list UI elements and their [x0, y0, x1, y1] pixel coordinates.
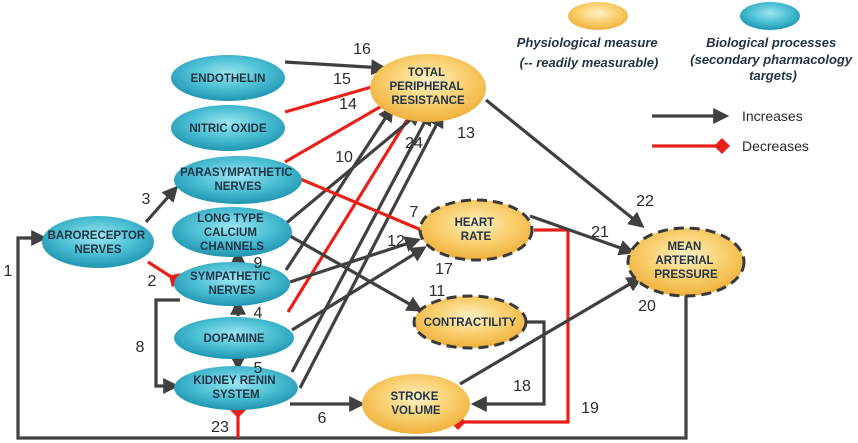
svg-text:Physiological measure (-: Physiological measure (-- readily measur… [517, 35, 662, 70]
edge-label-18: 18 [513, 378, 531, 395]
edge-label-5: 5 [254, 360, 263, 377]
edge-2-baroreceptor-to-sympathetic [147, 260, 183, 287]
edge-14-parasympathetic-to-tpr [284, 93, 399, 164]
svg-text:TOTAL PERIPHERAL R: TOTAL PERIPHERAL RESISTANCE [389, 67, 466, 107]
edge-label-15: 15 [333, 71, 351, 88]
edge-label-23: 23 [211, 419, 229, 436]
legend-increases-label: Increases [742, 108, 803, 124]
legend: Physiological measure (-- readily measur… [517, 2, 855, 154]
legend-measure-note: (-- readily measurable) [520, 55, 659, 70]
edge-15-nitric-oxide-to-tpr [284, 76, 390, 114]
edge-label-6: 6 [318, 410, 327, 427]
node-mean-arterial-pressure: MEAN ARTERIAL PRESSURE [626, 226, 746, 298]
edge-label-13: 13 [457, 125, 475, 142]
node-heart-rate: HEART RATE [418, 198, 534, 262]
svg-text:ENDOTHELIN: ENDOTHELIN [191, 73, 266, 85]
node-endothelin: ENDOTHELIN [171, 55, 285, 101]
edge-18-contractility-to-stroke [470, 320, 546, 412]
edge-label-17: 17 [435, 261, 453, 278]
edge-label-1: 1 [4, 263, 13, 280]
legend-measure-swatch [568, 2, 628, 30]
legend-process-label: Biological processes [706, 35, 836, 50]
node-baroreceptor-nerves: BARORECEPTOR NERVES [42, 216, 154, 268]
node-kidney-renin-system: KIDNEY RENIN SYSTEM [174, 366, 298, 410]
edge-label-20: 20 [638, 298, 656, 315]
edge-19-heart-rate-to-stroke [450, 228, 570, 430]
edge-label-16: 16 [353, 41, 371, 58]
edge-21-heart-rate-to-map [529, 214, 636, 256]
svg-text:HEART RATE: HEART RATE [455, 217, 498, 243]
edge-12-sympathetic-to-heart-rate [289, 236, 422, 284]
edge-label-21: 21 [591, 224, 609, 241]
edge-label-10: 10 [335, 149, 353, 166]
node-total-peripheral-resistance: TOTAL PERIPHERAL RESISTANCE [370, 54, 486, 122]
edge-label-19: 19 [581, 400, 599, 417]
legend-measure-label: Physiological measure [517, 35, 658, 50]
edge-22-tpr-to-map [484, 98, 645, 229]
svg-text:MEAN ARTERIAL PRES: MEAN ARTERIAL PRESSURE [654, 241, 718, 281]
edge-label-14: 14 [339, 96, 357, 113]
legend-process-note: (secondary pharmacology [690, 52, 853, 67]
edges [16, 59, 688, 440]
legend-decreases-label: Decreases [742, 138, 809, 154]
edge-11-dopamine-to-heart-rate [291, 246, 427, 332]
edge-24-calcium-to-tpr [270, 109, 423, 237]
edge-1-map-to-baroreceptor [16, 230, 688, 440]
svg-text:PARASYMPATHETIC NERVES: PARASYMPATHETIC NERVES [180, 167, 296, 193]
edge-3-baroreceptor-to-parasympathetic [144, 185, 179, 224]
edge-17-calcium-to-contractility [289, 234, 423, 312]
node-parasympathetic-nerves: PARASYMPATHETIC NERVES [174, 156, 302, 204]
node-stroke-volume: STROKE VOLUME [362, 374, 470, 434]
svg-text:LONG TYPE CALCIUM: LONG TYPE CALCIUM CHANNELS [197, 213, 267, 253]
node-contractility: CONTRACTILITY [412, 294, 528, 350]
svg-text:DOPAMINE: DOPAMINE [203, 333, 264, 345]
edge-20-stroke-to-map [459, 276, 643, 386]
edge-label-11: 11 [429, 283, 446, 300]
node-long-type-calcium-channels: LONG TYPE CALCIUM CHANNELS [172, 207, 292, 257]
edge-label-22: 22 [636, 193, 654, 210]
edge-label-4: 4 [254, 305, 263, 322]
edge-13-to-tpr [298, 111, 444, 389]
svg-text:BARORECEPTOR NERVES: BARORECEPTOR NERVES [48, 230, 149, 256]
edge-8-sympathetic-to-kidney [154, 298, 180, 394]
edge-label-7: 7 [410, 204, 419, 221]
node-nitric-oxide: NITRIC OXIDE [171, 105, 285, 151]
svg-text:NITRIC OXIDE: NITRIC OXIDE [189, 123, 267, 135]
legend-process-swatch [740, 2, 800, 30]
edge-label-2: 2 [148, 273, 157, 290]
svg-text:KIDNEY RENIN SYSTEM: KIDNEY RENIN SYSTEM [193, 375, 278, 401]
node-sympathetic-nerves: SYMPATHETIC NERVES [174, 262, 290, 306]
edge-labels: 1 2 3 4 5 6 7 8 9 10 11 12 13 14 15 16 1… [4, 41, 656, 436]
svg-text:CONTRACTILITY: CONTRACTILITY [424, 317, 517, 329]
svg-text:SYMPATHETIC NERVES: SYMPATHETIC NERVES [190, 271, 274, 297]
edge-dopamine-to-tpr [286, 105, 419, 313]
edge-16-endothelin-to-tpr [284, 59, 388, 76]
edge-label-8: 8 [136, 339, 145, 356]
edge-label-12: 12 [387, 233, 405, 250]
edge-7-parasympathetic-to-heart-rate [297, 176, 434, 240]
edge-label-3: 3 [142, 191, 151, 208]
edge-label-9: 9 [254, 255, 263, 272]
edge-label-24: 24 [405, 135, 423, 152]
edge-kidney-to-tpr [290, 109, 432, 373]
svg-text:Biological processes (se: Biological processes (secondary pharmaco… [690, 35, 855, 83]
node-dopamine: DOPAMINE [174, 317, 294, 359]
svg-text:STROKE VOLUME: STROKE VOLUME [390, 391, 441, 417]
